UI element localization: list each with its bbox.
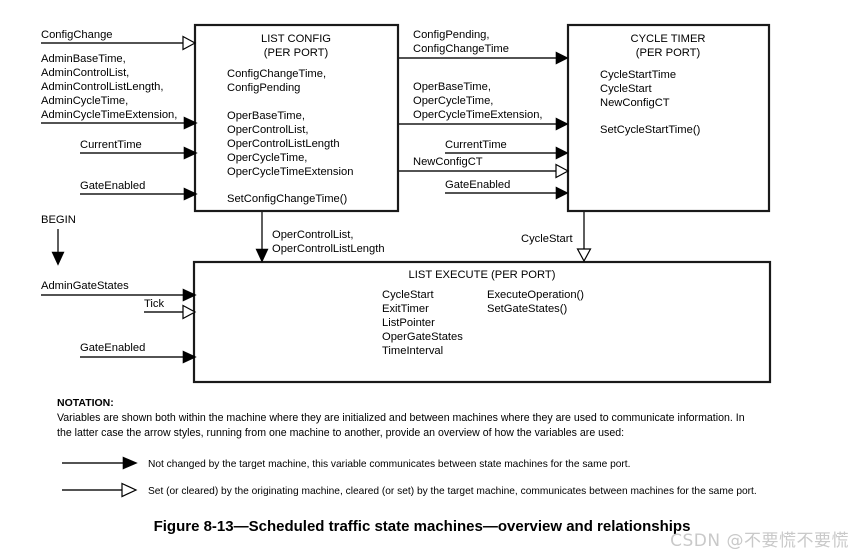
list-config-var: OperControlList, bbox=[227, 124, 308, 136]
cycle-timer-title-line2: (PER PORT) bbox=[636, 47, 701, 59]
edge-config-pending-line: ConfigChangeTime bbox=[413, 43, 509, 55]
box-list-execute bbox=[192, 260, 772, 384]
edge-admin-line: AdminBaseTime, bbox=[41, 53, 126, 65]
list-config-var: ConfigPending bbox=[227, 82, 300, 94]
edge-admin-inputs: AdminBaseTime, AdminControlList, AdminCo… bbox=[41, 53, 198, 130]
list-execute-var: OperGateStates bbox=[382, 331, 463, 343]
edge-gate-enabled-list-execute: GateEnabled bbox=[80, 342, 197, 364]
edge-current-time-list-config: CurrentTime bbox=[80, 139, 198, 160]
list-execute-title: LIST EXECUTE (PER PORT) bbox=[409, 269, 556, 281]
list-config-var: OperCycleTime, bbox=[227, 152, 307, 164]
edge-oper-control-line: OperControlListLength bbox=[272, 243, 385, 255]
solid-arrowhead bbox=[183, 116, 198, 130]
notation-heading: NOTATION: bbox=[57, 397, 114, 409]
edge-new-config-ct-label: NewConfigCT bbox=[413, 156, 483, 168]
notation-legend-text: Set (or cleared) by the originating mach… bbox=[148, 486, 757, 497]
open-arrowhead bbox=[576, 248, 592, 263]
edge-admin-gate-states: AdminGateStates bbox=[41, 280, 197, 302]
edge-oper-line: OperBaseTime, bbox=[413, 81, 491, 93]
cycle-timer-var: SetCycleStartTime() bbox=[600, 124, 701, 136]
notation-legend-solid: Not changed by the target machine, this … bbox=[62, 456, 630, 470]
edge-current-time-label: CurrentTime bbox=[445, 139, 507, 151]
list-config-var: ConfigChangeTime, bbox=[227, 68, 326, 80]
edge-admin-line: AdminControlList, bbox=[41, 67, 129, 79]
edge-oper-control-line: OperControlList, bbox=[272, 229, 353, 241]
cycle-timer-title-line1: CYCLE TIMER bbox=[630, 33, 705, 45]
edge-cycle-start-label: CycleStart bbox=[521, 233, 573, 245]
edge-gate-enabled-label: GateEnabled bbox=[80, 342, 145, 354]
edge-config-pending: ConfigPending, ConfigChangeTime bbox=[398, 29, 569, 65]
edge-current-time-cycle-timer: CurrentTime bbox=[445, 139, 569, 160]
edge-oper-line: OperCycleTime, bbox=[413, 95, 493, 107]
edge-admin-gate-states-label: AdminGateStates bbox=[41, 280, 129, 292]
edge-begin: BEGIN bbox=[41, 214, 76, 266]
edge-config-change: ConfigChange bbox=[41, 29, 197, 51]
cycle-timer-var: NewConfigCT bbox=[600, 97, 670, 109]
open-arrowhead bbox=[182, 304, 197, 320]
list-config-var: OperBaseTime, bbox=[227, 110, 305, 122]
notation-legend-text: Not changed by the target machine, this … bbox=[148, 459, 630, 470]
list-execute-var: CycleStart bbox=[382, 289, 434, 301]
solid-arrowhead bbox=[122, 456, 138, 470]
edge-current-time-label: CurrentTime bbox=[80, 139, 142, 151]
cycle-timer-var: CycleStartTime bbox=[600, 69, 676, 81]
solid-arrowhead bbox=[555, 186, 569, 200]
solid-arrowhead bbox=[183, 187, 198, 201]
notation-paragraph-line2: the latter case the arrow styles, runnin… bbox=[57, 427, 624, 439]
edge-tick-label: Tick bbox=[144, 298, 164, 310]
edge-gate-enabled-label: GateEnabled bbox=[445, 179, 510, 191]
open-arrowhead bbox=[182, 35, 197, 51]
solid-arrowhead bbox=[255, 248, 269, 263]
solid-arrowhead bbox=[555, 51, 569, 65]
list-execute-var: ListPointer bbox=[382, 317, 435, 329]
solid-arrowhead bbox=[51, 251, 65, 266]
list-config-var: SetConfigChangeTime() bbox=[227, 193, 347, 205]
list-execute-var: ExecuteOperation() bbox=[487, 289, 584, 301]
solid-arrowhead bbox=[555, 117, 569, 131]
solid-arrowhead bbox=[183, 146, 198, 160]
solid-arrowhead bbox=[182, 350, 197, 364]
edge-gate-enabled-cycle-timer: GateEnabled bbox=[445, 179, 569, 200]
list-config-var: OperControlListLength bbox=[227, 138, 340, 150]
edge-oper-control-list-down: OperControlList, OperControlListLength bbox=[255, 211, 385, 263]
solid-arrowhead bbox=[555, 146, 569, 160]
notation-legend-open: Set (or cleared) by the originating mach… bbox=[62, 482, 757, 498]
list-execute-var: TimeInterval bbox=[382, 345, 443, 357]
list-config-var: OperCycleTimeExtension bbox=[227, 166, 353, 178]
box-cycle-timer bbox=[566, 23, 771, 213]
edge-admin-line: AdminCycleTime, bbox=[41, 95, 128, 107]
list-config-title-line2: (PER PORT) bbox=[264, 47, 329, 59]
edge-admin-line: AdminControlListLength, bbox=[41, 81, 164, 93]
open-arrowhead bbox=[121, 482, 138, 498]
edge-config-pending-line: ConfigPending, bbox=[413, 29, 490, 41]
solid-arrowhead bbox=[182, 288, 197, 302]
edge-admin-line: AdminCycleTimeExtension, bbox=[41, 109, 177, 121]
edge-oper-line: OperCycleTimeExtension, bbox=[413, 109, 543, 121]
figure-caption: Figure 8-13—Scheduled traffic state mach… bbox=[154, 518, 691, 535]
open-arrowhead bbox=[555, 163, 570, 179]
edge-gate-enabled-label: GateEnabled bbox=[80, 180, 145, 192]
edge-begin-label: BEGIN bbox=[41, 214, 76, 226]
edge-new-config-ct: NewConfigCT bbox=[398, 156, 570, 179]
edge-cycle-start-down: CycleStart bbox=[521, 211, 592, 263]
edge-tick: Tick bbox=[144, 298, 197, 320]
notation-paragraph-line1: Variables are shown both within the mach… bbox=[57, 412, 745, 424]
list-execute-var: SetGateStates() bbox=[487, 303, 567, 315]
edge-config-change-label: ConfigChange bbox=[41, 29, 113, 41]
list-execute-var: ExitTimer bbox=[382, 303, 429, 315]
box-list-config bbox=[193, 23, 400, 213]
edge-gate-enabled-list-config: GateEnabled bbox=[80, 180, 198, 201]
edge-oper-mid: OperBaseTime, OperCycleTime, OperCycleTi… bbox=[398, 81, 569, 131]
cycle-timer-var: CycleStart bbox=[600, 83, 652, 95]
list-config-title-line1: LIST CONFIG bbox=[261, 33, 331, 45]
